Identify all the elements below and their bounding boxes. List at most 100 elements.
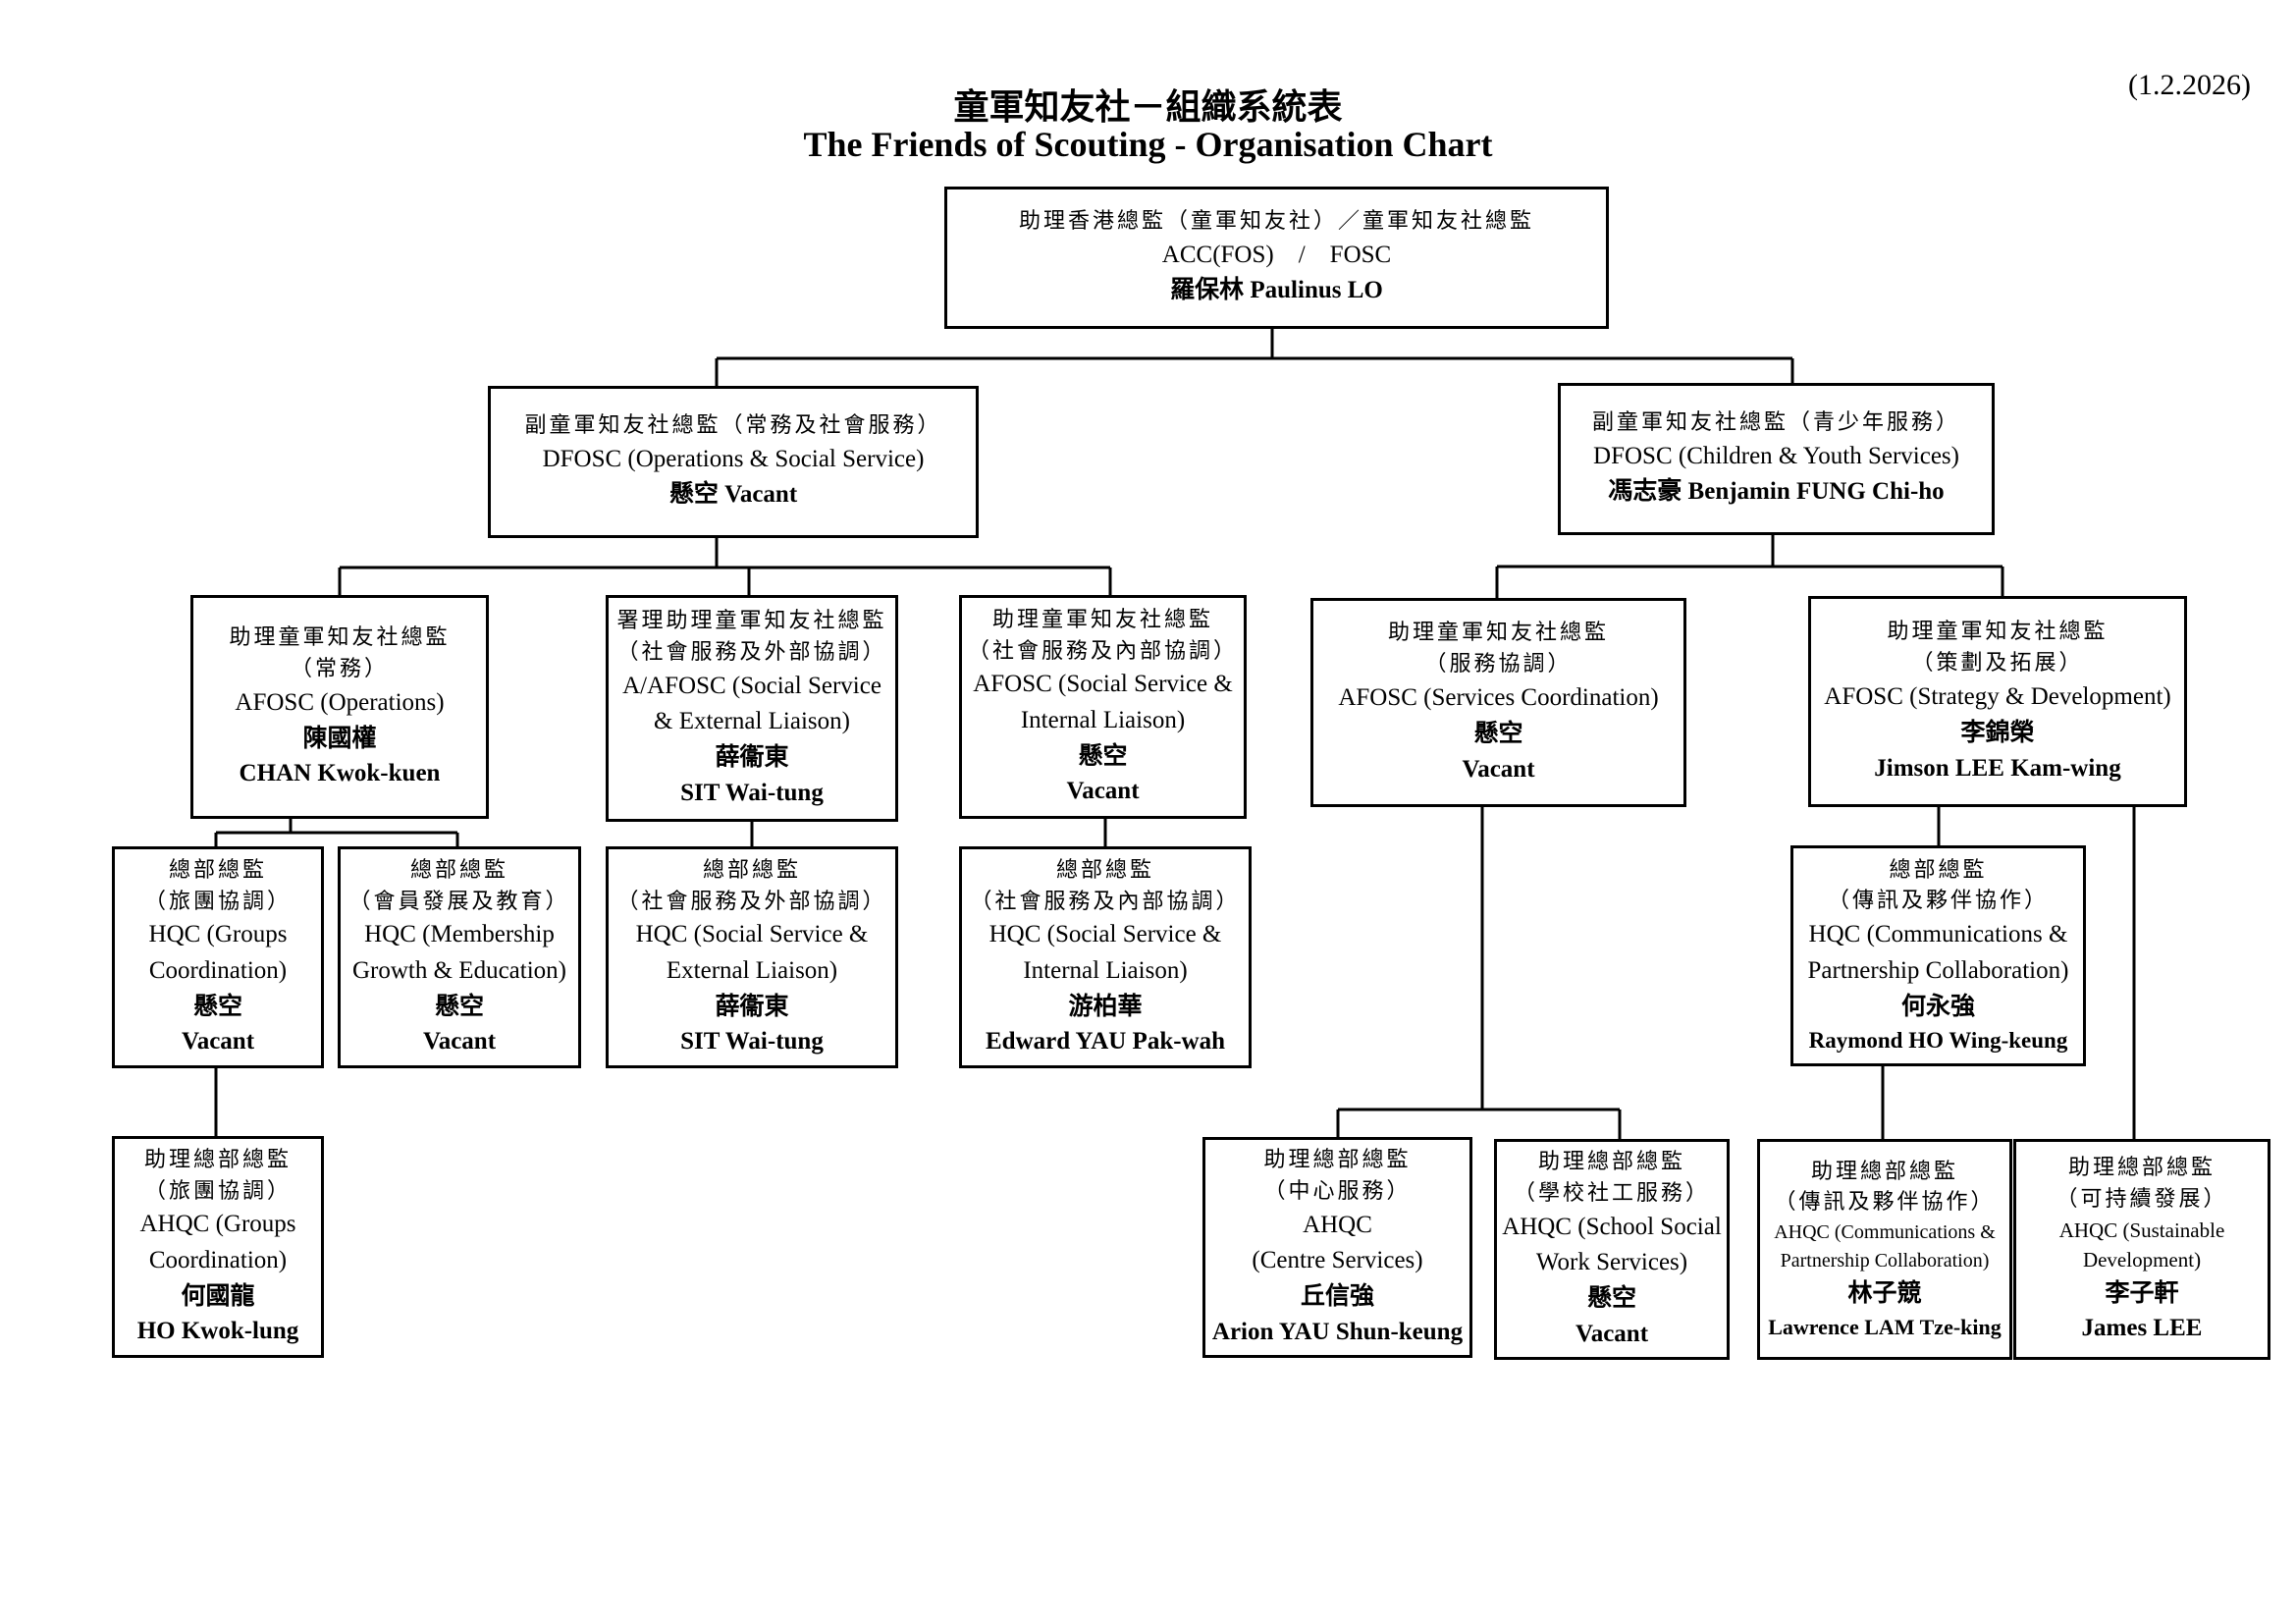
position-title-en: A/AFOSC (Social Service <box>622 672 881 699</box>
position-title-en: AHQC (Groups <box>139 1211 296 1238</box>
position-title-en: DFOSC (Operations & Social Service) <box>542 446 925 473</box>
holder-name-en: HO Kwok-lung <box>136 1318 299 1345</box>
holder-name-zh: 林子競 <box>1847 1278 1922 1308</box>
node-ahqc-communications: 助理總部總監 （傳訊及夥伴協作） AHQC (Communications & … <box>1757 1139 2012 1360</box>
node-ahqc-centre-services: 助理總部總監 （中心服務） AHQC (Centre Services) 丘信強… <box>1202 1137 1472 1358</box>
holder-name-en: Vacant <box>422 1028 497 1056</box>
holder-name-zh: 懸空 <box>434 991 484 1020</box>
position-title-en-cont: External Liaison) <box>666 956 838 984</box>
holder-name-en: Vacant <box>181 1028 255 1056</box>
position-portfolio-zh: （中心服務） <box>1263 1179 1412 1204</box>
position-title-zh: 助理童軍知友社總監 <box>1387 621 1609 646</box>
holder-name-en: Raymond HO Wing-keung <box>1808 1028 2068 1054</box>
position-title-zh: 副童軍知友社總監（常務及社會服務） <box>524 413 942 439</box>
position-portfolio-zh: （社會服務及內部協調） <box>967 638 1238 664</box>
position-title-en: AHQC (Sustainable <box>2058 1218 2225 1242</box>
position-title-zh: 助理總部總監 <box>143 1147 292 1172</box>
holder-name-en: Jimson LEE Kam-wing <box>1874 754 2121 782</box>
position-title-en-cont: Growth & Education) <box>351 956 566 984</box>
position-title-en: HQC (Groups <box>148 921 288 948</box>
position-title-en-cont: Development) <box>2082 1248 2202 1272</box>
holder-name-zh: 懸空 <box>1078 740 1128 770</box>
holder-name-zh: 李子軒 <box>2105 1277 2179 1307</box>
holder-name-zh: 李錦榮 <box>1960 718 2035 747</box>
node-hqc-groups-coordination: 總部總監 （旅團協調） HQC (Groups Coordination) 懸空… <box>112 846 324 1068</box>
position-title-en-cont: Partnership Collaboration) <box>1780 1250 1990 1272</box>
position-title-zh: 總部總監 <box>409 857 508 883</box>
holder-name-zh: 薛衞東 <box>715 991 789 1020</box>
position-portfolio-zh: （傳訊及夥伴協作） <box>1774 1190 1996 1216</box>
position-portfolio-zh: （會員發展及教育） <box>348 889 570 914</box>
node-dfosc-operations: 副童軍知友社總監（常務及社會服務） DFOSC (Operations & So… <box>488 386 979 538</box>
position-title-zh: 助理總部總監 <box>2067 1155 2216 1180</box>
holder-name: 羅保林 Paulinus LO <box>1170 277 1383 304</box>
position-title-en-cont: Internal Liaison) <box>1020 706 1186 733</box>
node-afosc-strategy-development: 助理童軍知友社總監 （策劃及拓展） AFOSC (Strategy & Deve… <box>1808 596 2187 807</box>
holder-name-zh: 何國龍 <box>181 1280 255 1310</box>
position-title-en: DFOSC (Children & Youth Services) <box>1593 443 1959 470</box>
position-portfolio-zh: （旅團協調） <box>143 889 292 914</box>
position-portfolio-zh: （社會服務及外部協調） <box>616 889 887 914</box>
position-title-en-cont: Partnership Collaboration) <box>1807 956 2069 984</box>
holder-name-en: Vacant <box>1066 778 1140 805</box>
position-title-zh: 總部總監 <box>1889 857 1988 883</box>
node-hqc-membership: 總部總監 （會員發展及教育） HQC (Membership Growth & … <box>338 846 581 1068</box>
position-portfolio-zh: （社會服務及內部協調） <box>970 889 1241 914</box>
chart-title-english: The Friends of Scouting - Organisation C… <box>803 125 1493 164</box>
position-title-zh: 總部總監 <box>168 857 267 883</box>
position-portfolio-zh: （社會服務及外部協調） <box>616 640 887 665</box>
holder-name-zh: 何永強 <box>1900 991 1975 1020</box>
position-title-en: HQC (Social Service & <box>635 921 869 948</box>
node-hqc-internal-liaison: 總部總監 （社會服務及內部協調） HQC (Social Service & I… <box>959 846 1252 1068</box>
position-title-zh: 署理助理童軍知友社總監 <box>616 609 887 634</box>
node-ahqc-groups-coordination: 助理總部總監 （旅團協調） AHQC (Groups Coordination)… <box>112 1136 324 1358</box>
holder-name-zh: 陳國權 <box>302 723 377 752</box>
holder-name-en: Arion YAU Shun-keung <box>1211 1318 1464 1345</box>
position-title-en: AFOSC (Strategy & Development) <box>1824 683 2171 711</box>
position-portfolio-zh: （傳訊及夥伴協作） <box>1827 889 2049 914</box>
node-afosc-operations: 助理童軍知友社總監 （常務） AFOSC (Operations) 陳國權 CH… <box>190 595 489 819</box>
position-title-zh: 助理總部總監 <box>1263 1148 1412 1173</box>
position-title-en: AHQC (Communications & <box>1774 1221 1996 1244</box>
position-title-zh: 助理童軍知友社總監 <box>1887 620 2109 645</box>
holder-name-en: SIT Wai-tung <box>680 779 824 806</box>
position-title-en-cont: Coordination) <box>148 956 288 984</box>
position-title-zh: 副童軍知友社總監（青少年服務） <box>1591 410 1960 436</box>
position-portfolio-zh: （策劃及拓展） <box>1911 651 2084 677</box>
position-title-en: AFOSC (Operations) <box>235 688 445 716</box>
node-acc-fosc: 助理香港總監（童軍知友社）／童軍知友社總監 ACC(FOS) / FOSC 羅保… <box>944 187 1609 329</box>
position-title-zh: 助理香港總監（童軍知友社）／童軍知友社總監 <box>1018 209 1534 235</box>
position-portfolio-zh: （服務協調） <box>1424 652 1573 677</box>
position-title-en: AHQC <box>1303 1211 1372 1238</box>
holder-name-zh: 懸空 <box>1473 719 1523 748</box>
holder-name-en: Lawrence LAM Tze-king <box>1768 1314 2002 1339</box>
position-title-zh: 總部總監 <box>1055 857 1154 883</box>
position-title-en-cont: & External Liaison) <box>654 708 850 735</box>
chart-date: (1.2.2026) <box>2128 69 2251 101</box>
holder-name-en: Vacant <box>1575 1320 1649 1347</box>
node-afosc-services-coordination: 助理童軍知友社總監 （服務協調） AFOSC (Services Coordin… <box>1310 598 1686 807</box>
node-dfosc-children-youth: 副童軍知友社總監（青少年服務） DFOSC (Children & Youth … <box>1558 383 1995 535</box>
position-title-zh: 助理總部總監 <box>1810 1159 1958 1184</box>
holder-name-zh: 薛衞東 <box>715 742 789 772</box>
holder-name-zh: 懸空 <box>1586 1283 1636 1313</box>
holder-name-en: Vacant <box>1462 755 1535 783</box>
position-title-en-cont: Coordination) <box>148 1246 288 1273</box>
node-hqc-external-liaison: 總部總監 （社會服務及外部協調） HQC (Social Service & E… <box>606 846 898 1068</box>
node-a-afosc-external-liaison: 署理助理童軍知友社總監 （社會服務及外部協調） A/AFOSC (Social … <box>606 595 898 822</box>
position-portfolio-zh: （旅團協調） <box>143 1178 292 1204</box>
node-afosc-internal-liaison: 助理童軍知友社總監 （社會服務及內部協調） AFOSC (Social Serv… <box>959 595 1247 819</box>
position-portfolio-zh: （常務） <box>290 656 389 681</box>
position-title-en: HQC (Communications & <box>1808 921 2068 948</box>
holder-name-en: James LEE <box>2081 1314 2203 1341</box>
node-ahqc-school-social-work: 助理總部總監 （學校社工服務） AHQC (School Social Work… <box>1494 1139 1730 1360</box>
position-title-zh: 總部總監 <box>702 857 801 883</box>
holder-name: 懸空 Vacant <box>668 481 798 509</box>
position-title-en: AFOSC (Services Coordination) <box>1338 684 1659 712</box>
position-portfolio-zh: （學校社工服務） <box>1513 1181 1710 1206</box>
position-title-zh: 助理童軍知友社總監 <box>991 607 1213 632</box>
holder-name: 馮志豪 Benjamin FUNG Chi-ho <box>1608 478 1945 506</box>
position-title-zh: 助理總部總監 <box>1537 1150 1685 1175</box>
holder-name-en: CHAN Kwok-kuen <box>239 760 441 787</box>
node-hqc-communications: 總部總監 （傳訊及夥伴協作） HQC (Communications & Par… <box>1790 845 2086 1066</box>
